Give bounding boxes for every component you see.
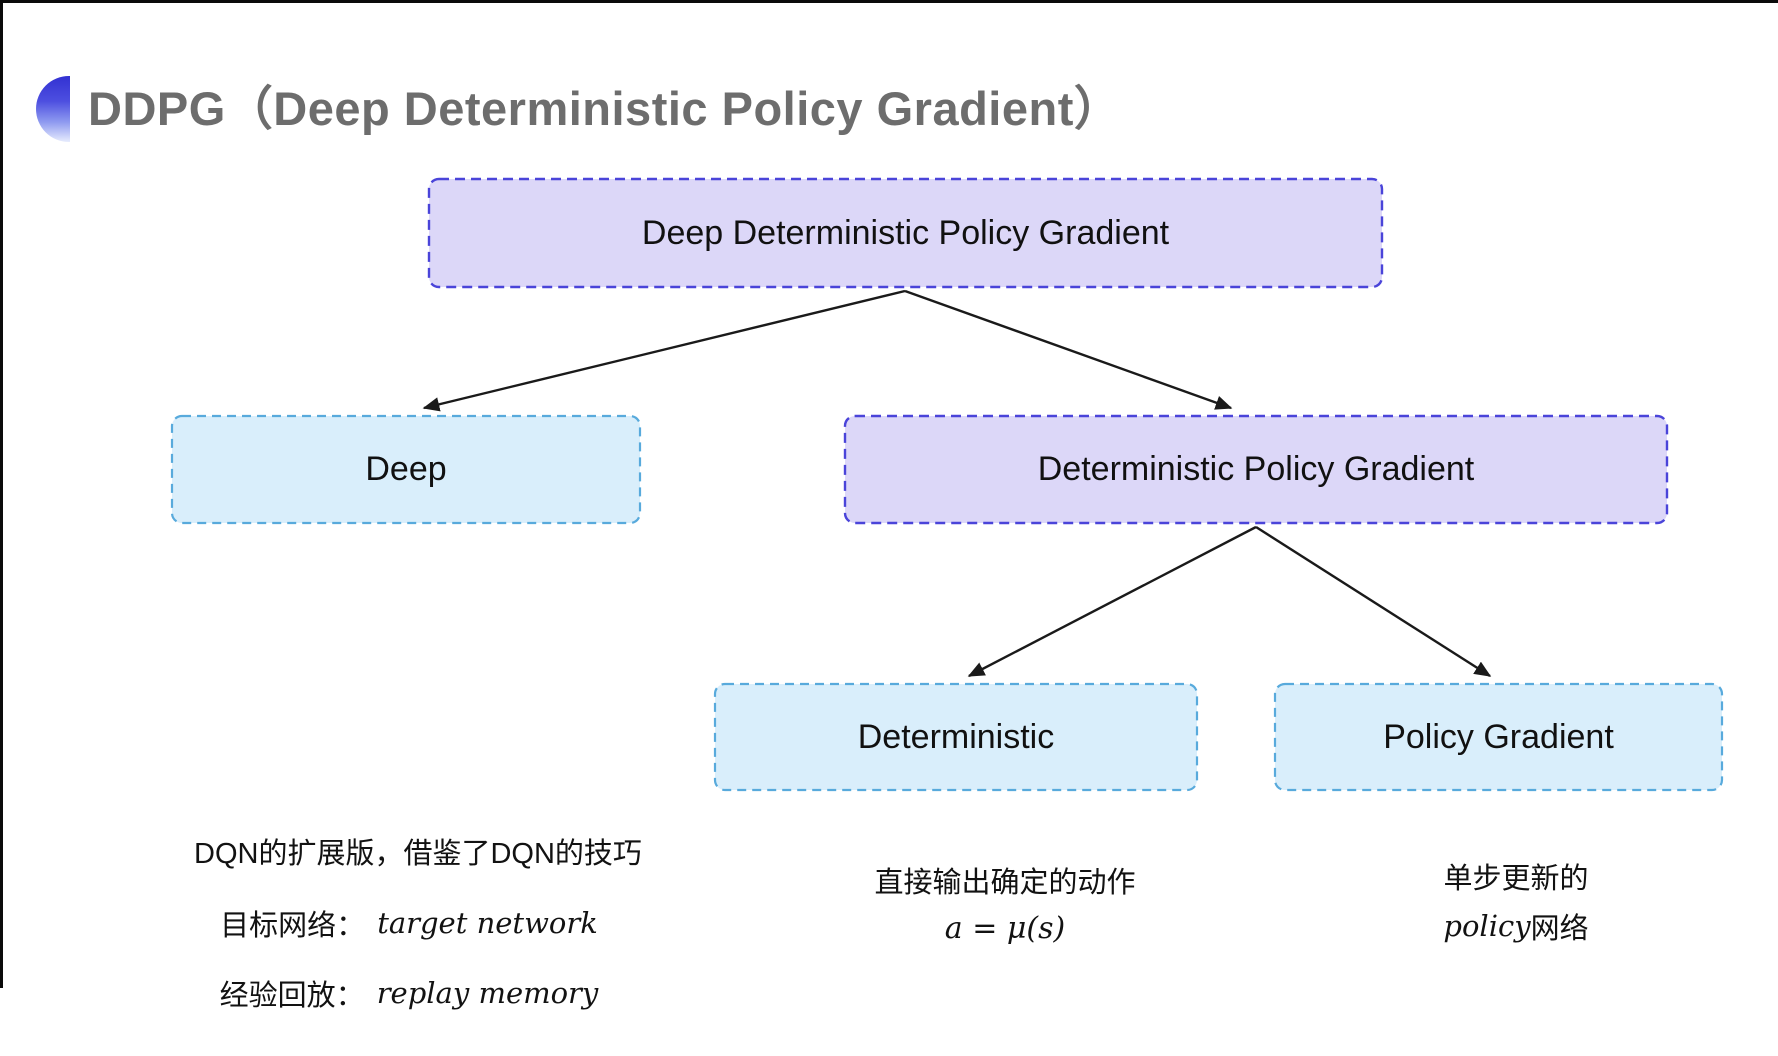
note-policy-gradient-suffix: 网络: [1530, 913, 1589, 945]
note-policy-gradient-line2: policy 网络: [1346, 906, 1686, 946]
connector-root-to-deep: [422, 289, 906, 412]
node-box-deterministic: [713, 682, 1199, 792]
note-policy-gradient-line1: 单步更新的: [1443, 863, 1589, 895]
note-deep-line3: 经验回放： replay memory: [135, 973, 683, 1013]
node-label-policy-gradient: Policy Gradient: [1383, 717, 1614, 756]
note-deep-line3-term: replay memory: [376, 976, 599, 1010]
connector-dpg-to-deterministic: [967, 525, 1257, 678]
window-top-edge: [0, 0, 1778, 3]
node-box-root: [427, 177, 1384, 289]
window-left-edge: [0, 0, 3, 988]
note-deterministic-line1: 直接输出确定的动作: [874, 867, 1136, 899]
note-deep-line2-term: target network: [377, 906, 598, 940]
note-deterministic-formula: a = μ(s): [835, 908, 1175, 948]
formula-text: a = μ(s): [944, 910, 1066, 946]
page-title: DDPG（Deep Deterministic Policy Gradient）: [88, 82, 1122, 135]
note-deep-line2: 目标网络： target network: [135, 903, 683, 943]
connector-root-to-dpg: [904, 289, 1233, 410]
note-policy-gradient-term: policy: [1443, 909, 1531, 943]
node-box-deep: [170, 414, 642, 525]
node-box-policy-gradient: [1273, 682, 1724, 792]
node-label-dpg: Deterministic Policy Gradient: [1037, 450, 1475, 488]
node-box-dpg: [843, 414, 1669, 525]
connector-dpg-to-policy-gradient: [1255, 525, 1492, 678]
note-deep-line2-label: 目标网络：: [220, 910, 366, 942]
note-deep-line3-label: 经验回放：: [219, 980, 365, 1012]
node-label-root: Deep Deterministic Policy Gradient: [641, 213, 1170, 252]
note-deep-line1: DQN的扩展版，借鉴了DQN的技巧: [194, 838, 642, 870]
node-label-deep: Deep: [365, 450, 447, 488]
node-label-deterministic: Deterministic: [857, 717, 1055, 756]
